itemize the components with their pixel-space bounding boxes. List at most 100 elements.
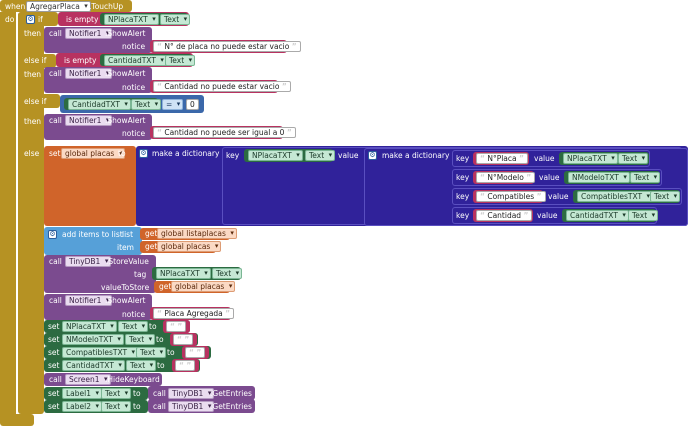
notifier-dropdown-1[interactable]: Notifier1	[65, 28, 113, 39]
compat-component-dropdown[interactable]: CompatiblesTXT	[577, 191, 654, 202]
show-alert-method-1: .ShowAlert	[105, 29, 146, 38]
set-placa-component-dropdown[interactable]: NPlacaTXT	[62, 321, 117, 332]
set-modelo-component-dropdown[interactable]: NModeloTXT	[62, 334, 124, 345]
value-label-outer: value	[338, 151, 359, 160]
then-keyword-3: then	[24, 117, 42, 126]
key-label-1: key	[456, 154, 470, 163]
set-global-placas-block[interactable]	[44, 146, 136, 226]
text-property-dropdown-4[interactable]: Text	[305, 150, 336, 161]
cantidad-component-dropdown-1[interactable]: CantidadTXT	[104, 55, 167, 66]
set-placa-property-dropdown[interactable]: Text	[118, 321, 149, 332]
text-property-dropdown-9[interactable]: Text	[212, 268, 243, 279]
call-keyword-6: call	[49, 375, 62, 384]
list-gear-icon[interactable]: ⚙	[48, 230, 57, 239]
to-keyword-2: to	[156, 335, 164, 344]
then-keyword-2: then	[24, 70, 42, 79]
do-keyword: do	[5, 15, 15, 24]
notice-label-1: notice	[122, 42, 146, 51]
text-property-dropdown-8[interactable]: Text	[628, 210, 659, 221]
tinydb-dropdown-1[interactable]: TinyDB1	[65, 256, 112, 267]
event-block-bottom	[0, 414, 34, 426]
set-label1-component-dropdown[interactable]: Label1	[62, 388, 103, 399]
mutator-gear-icon[interactable]: ⚙	[26, 15, 35, 24]
dict-outer-gear-icon[interactable]: ⚙	[139, 149, 148, 158]
alert2-string[interactable]: “ Cantidad no puede estar vacio ”	[153, 81, 291, 92]
placa-component-dropdown-4[interactable]: NPlacaTXT	[156, 268, 211, 279]
if-block-rows-2	[18, 94, 60, 108]
store-value-method: .StoreValue	[106, 257, 149, 266]
placa-component-dropdown-1[interactable]: NPlacaTXT	[104, 14, 159, 25]
set-keyword-2: set	[48, 335, 60, 344]
set-modelo-property-dropdown[interactable]: Text	[125, 334, 156, 345]
alert1-string[interactable]: “ N° de placa no puede estar vacio ”	[153, 41, 301, 52]
when-keyword: when	[5, 2, 26, 11]
tinydb-dropdown-3[interactable]: TinyDB1	[168, 401, 215, 412]
text-property-dropdown-1[interactable]: Text	[160, 14, 191, 25]
set-compat-property-dropdown[interactable]: Text	[136, 347, 167, 358]
set-compat-component-dropdown[interactable]: CompatiblesTXT	[62, 347, 139, 358]
event-block-body	[0, 12, 16, 424]
placas-dropdown-2[interactable]: global placas	[171, 281, 236, 292]
notifier-dropdown-3[interactable]: Notifier1	[65, 115, 113, 126]
set-keyword-global: set	[49, 149, 61, 158]
alert3-string[interactable]: “ Cantidad no puede ser igual a 0 ”	[153, 127, 296, 138]
to-keyword-5: to	[133, 389, 141, 398]
cantidad-component-dropdown-3[interactable]: CantidadTXT	[566, 210, 629, 221]
notifier-dropdown-4[interactable]: Notifier1	[65, 295, 113, 306]
set-keyword-4: set	[48, 361, 60, 370]
set-label1-property-dropdown[interactable]: Text	[101, 388, 132, 399]
is-empty-label-1: is empty	[66, 15, 99, 24]
add-items-to-list-block[interactable]	[44, 227, 142, 255]
text-property-dropdown-5[interactable]: Text	[618, 153, 649, 164]
key-placa-string[interactable]: “ N°Placa ”	[476, 153, 528, 164]
key-label-4: key	[456, 211, 470, 220]
key-modelo-string[interactable]: “ N°Modelo ”	[476, 172, 536, 183]
key-compat-string[interactable]: “ Compatibles ”	[476, 191, 546, 202]
text-property-dropdown-6[interactable]: Text	[630, 172, 661, 183]
text-property-dropdown-7[interactable]: Text	[650, 191, 681, 202]
placa-component-dropdown-2[interactable]: NPlacaTXT	[248, 150, 303, 161]
dict-inner-gear-icon[interactable]: ⚙	[368, 151, 377, 160]
else-if-keyword-1: else if	[24, 56, 47, 65]
text-property-dropdown-2[interactable]: Text	[165, 55, 196, 66]
call-keyword-4: call	[49, 257, 62, 266]
placas-dropdown-1[interactable]: global placas	[157, 241, 222, 252]
empty-string-2[interactable]: “ ”	[173, 334, 194, 345]
text-property-dropdown-3[interactable]: Text	[131, 99, 162, 110]
set-keyword-3: set	[48, 348, 60, 357]
notice-label-3: notice	[122, 129, 146, 138]
tinydb-dropdown-2[interactable]: TinyDB1	[168, 388, 215, 399]
placa-added-string[interactable]: “ Placa Agregada ”	[153, 308, 235, 319]
zero-number[interactable]: 0	[186, 99, 199, 110]
cantidad-component-dropdown-2[interactable]: CantidadTXT	[68, 99, 131, 110]
set-label2-component-dropdown[interactable]: Label2	[62, 401, 103, 412]
hide-keyboard-method: .HideKeyboard	[105, 375, 160, 384]
make-dict-label-outer: make a dictionary	[152, 149, 220, 158]
event-component-dropdown[interactable]: AgregarPlaca	[26, 1, 91, 12]
empty-string-3[interactable]: “ ”	[185, 347, 206, 358]
listaplacas-dropdown[interactable]: global listaplacas	[157, 228, 237, 239]
placa-component-dropdown-3[interactable]: NPlacaTXT	[563, 153, 618, 164]
screen-dropdown[interactable]: Screen1	[65, 374, 111, 385]
modelo-component-dropdown[interactable]: NModeloTXT	[568, 172, 630, 183]
show-alert-method-4: .ShowAlert	[105, 296, 146, 305]
value-label-4: value	[537, 211, 558, 220]
to-keyword-global: to	[118, 149, 126, 158]
empty-string-1[interactable]: “ ”	[166, 321, 187, 332]
key-label-outer: key	[226, 151, 240, 160]
set-label2-property-dropdown[interactable]: Text	[101, 401, 132, 412]
event-name: .TouchUp	[89, 2, 124, 11]
set-keyword-6: set	[48, 402, 60, 411]
set-keyword-1: set	[48, 322, 60, 331]
compare-operator-dropdown[interactable]: =	[162, 99, 184, 110]
empty-string-4[interactable]: “ ”	[175, 360, 196, 371]
set-keyword-5: set	[48, 389, 60, 398]
get-entries-method-2: .GetEntries	[210, 402, 252, 411]
set-cantidad-component-dropdown[interactable]: CantidadTXT	[62, 360, 125, 371]
show-alert-method-2: .ShowAlert	[105, 69, 146, 78]
global-placas-dropdown[interactable]: global placas	[61, 148, 126, 159]
notifier-dropdown-2[interactable]: Notifier1	[65, 68, 113, 79]
key-cantidad-string[interactable]: “ Cantidad ”	[476, 210, 533, 221]
set-cantidad-property-dropdown[interactable]: Text	[126, 360, 157, 371]
